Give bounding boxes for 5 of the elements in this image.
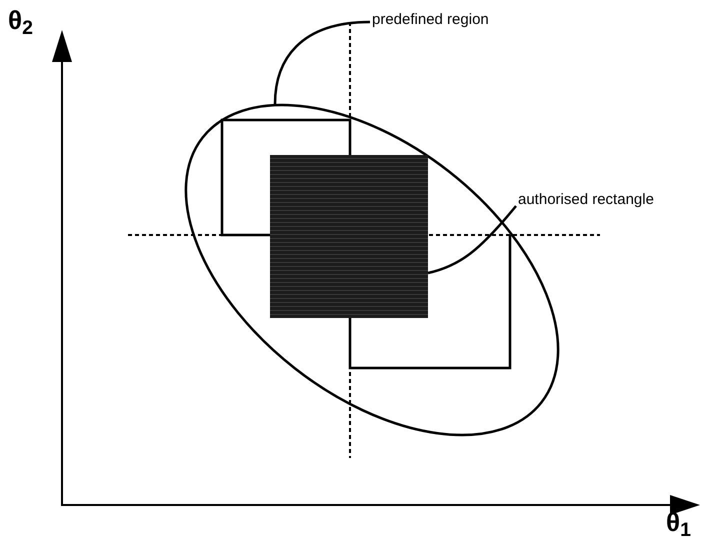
axis-label: θ$_{2}$ [8, 4, 33, 36]
annotation-text: predefined region [372, 10, 489, 30]
leader-line [274, 20, 370, 104]
annotation-text: authorised rectangle [518, 190, 654, 210]
leader-line [428, 205, 517, 274]
